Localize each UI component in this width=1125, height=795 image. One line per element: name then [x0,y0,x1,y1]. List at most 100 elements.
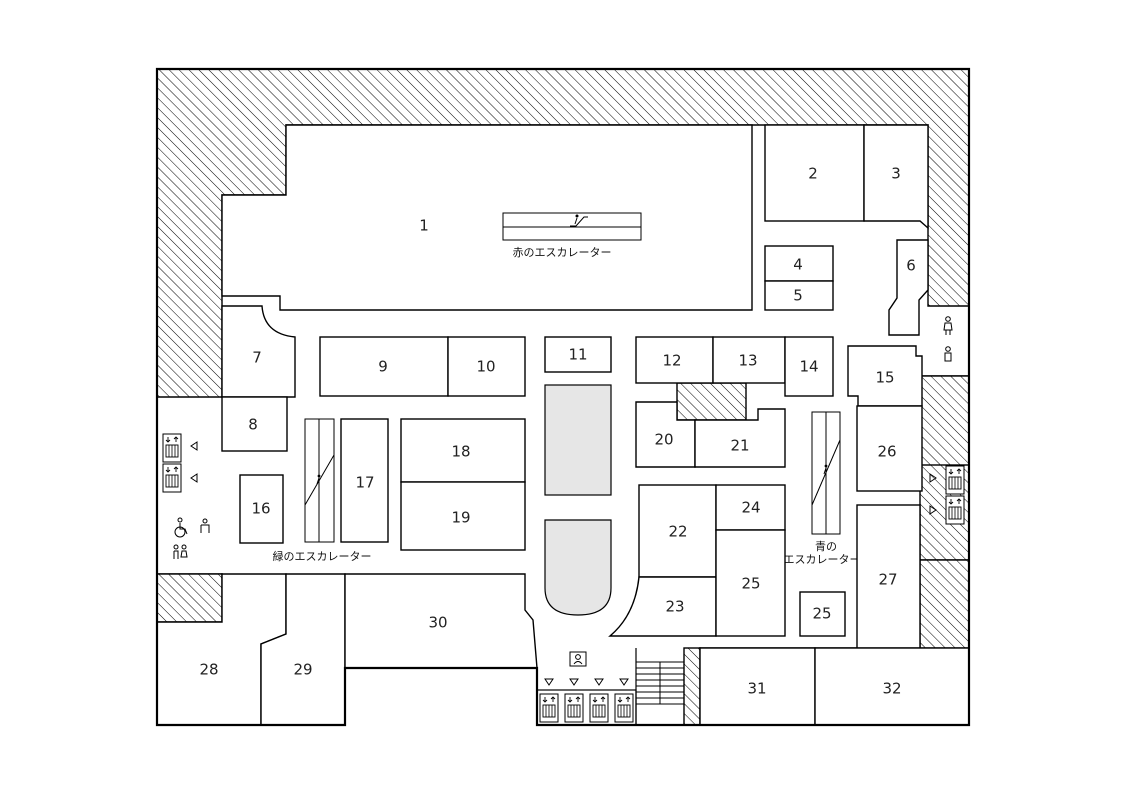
room-21-number: 21 [730,437,749,455]
room-6[interactable] [888,239,929,336]
room-29-number: 29 [293,661,312,679]
room-16-number: 16 [251,500,270,518]
room-13-number: 13 [738,352,757,370]
elevator-icon[interactable] [162,433,182,463]
center-void-upper [544,384,612,496]
hatched-block-left [156,573,223,623]
escalator-icon [823,464,828,475]
green-escalator-diagonal [304,454,335,506]
room-25-number: 25 [741,575,760,593]
room-23-number: 23 [665,598,684,616]
room-3[interactable] [863,124,929,230]
room-2[interactable] [764,124,865,222]
room-4[interactable] [764,245,834,282]
room-22-number: 22 [668,523,687,541]
center-void-lower [544,519,612,616]
elevator-icon[interactable] [539,693,559,723]
room-25-small[interactable] [799,591,846,637]
arrow-right-icon [929,505,937,515]
room-11-number: 11 [568,346,587,364]
hatched-block-right-lower [919,559,970,649]
elevator-icon[interactable] [589,693,609,723]
escalator-icon [316,474,321,485]
arrow-right-icon [929,473,937,483]
room-8-number: 8 [248,416,258,434]
hatched-block-bottom [683,647,701,726]
room-19[interactable] [400,481,526,551]
arrow-down-icon [594,678,604,686]
room-13[interactable] [712,336,786,384]
room-15-number: 15 [875,369,894,387]
restroom-icon [943,316,953,335]
room-14[interactable] [784,336,834,397]
room-4-number: 4 [793,256,803,274]
arrow-down-icon [544,678,554,686]
room-7[interactable] [221,305,296,398]
escalator-icon [570,214,588,227]
elevator-icon[interactable] [614,693,634,723]
blue-escalator-label-line2: エスカレーター [784,553,861,566]
hatched-block-right-upper [919,375,970,466]
room-3-number: 3 [891,165,901,183]
room-19-number: 19 [451,509,470,527]
elevator-icon[interactable] [564,693,584,723]
arrow-left-icon [190,473,198,483]
information-icon [569,651,587,667]
wheelchair-icon [174,517,188,538]
room-25-small-number: 25 [812,605,831,623]
elevator-icon[interactable] [945,495,965,525]
room-27[interactable] [856,504,921,649]
nursing-room-icon [200,518,210,533]
room-10-number: 10 [476,358,495,376]
room-2-number: 2 [808,165,818,183]
room-12-number: 12 [662,352,681,370]
room-8[interactable] [221,396,288,452]
room-25-large[interactable] [715,529,786,637]
room-9-number: 9 [378,358,388,376]
red-escalator-label: 赤のエスカレーター [513,246,612,259]
restroom-icon [173,544,188,559]
room-1[interactable] [221,124,753,311]
room-31-number: 31 [747,680,766,698]
blue-escalator-diagonal [811,439,841,506]
room-7-number: 7 [252,349,262,367]
green-escalator-label: 緑のエスカレーター [273,549,372,563]
blue-escalator-label-line1: 青の [815,540,837,553]
room-17[interactable] [340,418,389,543]
elevator-icon[interactable] [162,463,182,493]
room-32-number: 32 [882,680,901,698]
room-26[interactable] [856,405,923,492]
room-26-number: 26 [877,443,896,461]
room-30-number: 30 [428,614,447,632]
arrow-down-icon [569,678,579,686]
room-31[interactable] [699,647,816,726]
room-23[interactable] [608,576,717,637]
hatched-block-center [676,382,747,421]
room-12[interactable] [635,336,714,384]
room-5-number: 5 [793,287,803,305]
room-20-number: 20 [654,431,673,449]
room-27-number: 27 [878,571,897,589]
room-5[interactable] [764,280,834,311]
room-6-number: 6 [906,257,916,275]
room-18-number: 18 [451,443,470,461]
room-22[interactable] [638,484,717,578]
restroom-icon [944,346,952,362]
arrow-left-icon [190,441,198,451]
room-9[interactable] [319,336,449,397]
room-10[interactable] [447,336,526,397]
room-21[interactable] [694,408,786,468]
room-28-number: 28 [199,661,218,679]
room-1-number: 1 [419,217,429,235]
room-17-number: 17 [355,474,374,492]
arrow-down-icon [619,678,629,686]
building-border [155,67,971,727]
room-24[interactable] [715,484,786,531]
room-11[interactable] [544,336,612,373]
room-14-number: 14 [799,358,818,376]
elevator-icon[interactable] [945,465,965,495]
stairs-icon [635,648,684,725]
room-24-number: 24 [741,499,760,517]
room-16[interactable] [239,474,284,544]
